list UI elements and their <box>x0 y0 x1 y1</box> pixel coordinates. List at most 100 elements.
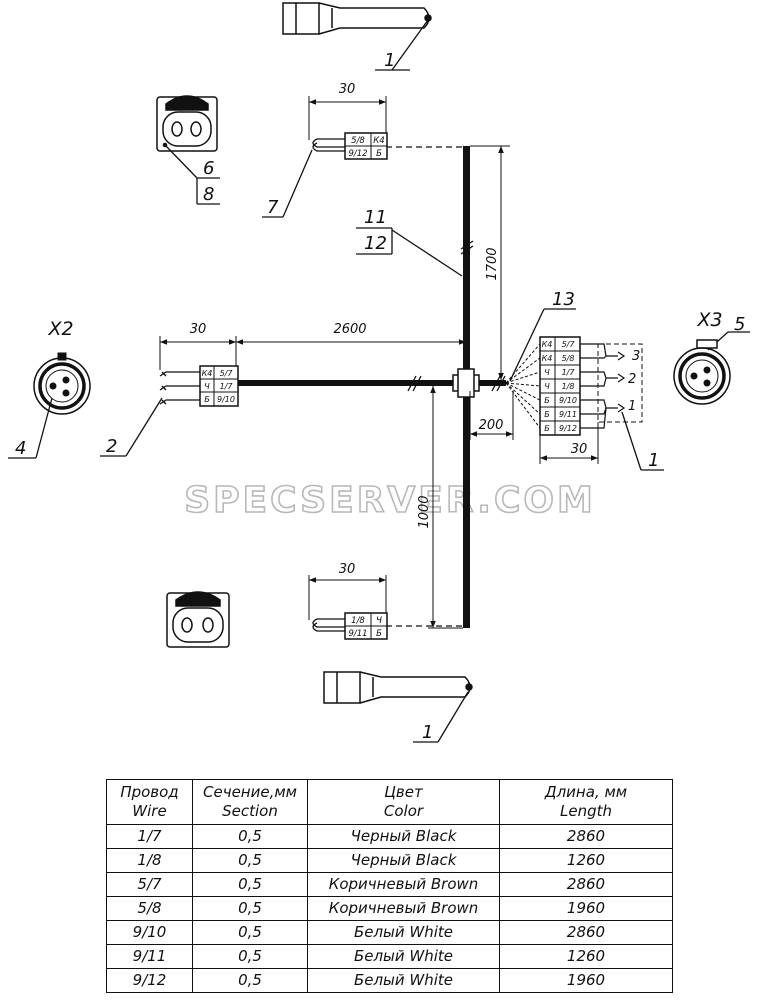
bottom-block-r1c1: 1/8 <box>351 616 365 626</box>
bottom-block-r1c2: Ч <box>376 616 382 626</box>
left-branch-wires <box>159 371 200 405</box>
right-block-r3c1: Ч <box>544 368 550 377</box>
table-row: 5/7 0,5 Коричневый Brown 2860 <box>106 872 673 897</box>
dim-left-2600: 2600 <box>333 322 366 337</box>
right-block-r1c1: К4 <box>542 340 553 349</box>
cell-wire: 5/7 <box>106 872 193 897</box>
cell-length: 2860 <box>499 872 673 897</box>
bottom-branch-wires <box>312 618 463 632</box>
right-fanout-wires <box>505 343 541 429</box>
cell-section: 0,5 <box>192 944 308 969</box>
table-row: 1/8 0,5 Черный Black 1260 <box>106 848 673 873</box>
callout-6-8 <box>165 145 220 205</box>
header-color-en: Color <box>383 802 424 820</box>
right-block-r6c2: 9/11 <box>559 410 577 419</box>
terminal-pin-bottom <box>323 671 473 704</box>
pin-1-label: 1 <box>628 399 636 414</box>
callout-2-label: 2 <box>106 436 117 457</box>
cell-section: 0,5 <box>192 920 308 945</box>
callout-11-12 <box>356 227 463 277</box>
dim-1700: 1700 <box>485 247 500 280</box>
left-block-r3c1: Б <box>204 395 210 404</box>
cell-section: 0,5 <box>192 872 308 897</box>
watermark: SPECSERVER.COM <box>184 480 596 521</box>
callout-12-label: 12 <box>364 233 387 254</box>
cell-color: Коричневый Brown <box>307 896 500 921</box>
dim-right-30: 30 <box>571 442 588 457</box>
cell-length: 1260 <box>499 848 673 873</box>
cell-wire: 1/8 <box>106 848 193 873</box>
cell-wire: 1/7 <box>106 824 193 849</box>
cell-color: Белый White <box>307 920 500 945</box>
bottom-block-r2c1: 9/11 <box>348 629 367 639</box>
left-block-r1c2: 5/7 <box>220 369 234 378</box>
table-row: 9/11 0,5 Белый White 1260 <box>106 944 673 969</box>
junction-cross <box>452 368 480 398</box>
header-length-en: Length <box>559 802 612 820</box>
connector-x3 <box>673 339 731 405</box>
callout-13 <box>509 308 576 382</box>
dim-1000-lines <box>428 386 463 629</box>
callout-1-top-label: 1 <box>384 50 395 71</box>
cell-color: Белый White <box>307 968 500 993</box>
callout-11-label: 11 <box>364 207 387 228</box>
callout-4-label: 4 <box>15 438 26 459</box>
dim-1000: 1000 <box>417 495 432 528</box>
dim-right-200: 200 <box>479 418 504 433</box>
right-block-r3c2: 1/7 <box>562 368 576 377</box>
callout-4 <box>8 397 53 459</box>
header-length-ru: Длина, мм <box>544 783 628 801</box>
right-connector-block <box>539 336 581 436</box>
cell-section: 0,5 <box>192 896 308 921</box>
cell-color: Черный Black <box>307 848 500 873</box>
right-block-r5c2: 9/10 <box>559 396 577 405</box>
dim-1700-lines <box>470 145 510 380</box>
cell-section: 0,5 <box>192 824 308 849</box>
connector-x2 <box>33 352 91 415</box>
dim-top-30: 30 <box>339 82 356 97</box>
right-block-r2c1: К4 <box>542 354 553 363</box>
right-block-r7c2: 9/12 <box>559 424 577 433</box>
cell-color: Черный Black <box>307 824 500 849</box>
left-branch-dimensions <box>159 336 467 370</box>
right-block-r4c2: 1/8 <box>562 382 575 391</box>
header-section-ru: Сечение,мм <box>203 783 297 801</box>
callout-6-label: 6 <box>203 158 214 179</box>
cell-length: 2860 <box>499 824 673 849</box>
right-block-r5c1: Б <box>544 396 550 405</box>
callout-1-bottom <box>413 691 469 743</box>
right-block-r7c1: Б <box>544 424 550 433</box>
callout-1-right <box>621 411 664 471</box>
callout-1-bottom-label: 1 <box>422 722 433 743</box>
table-row: 1/7 0,5 Черный Black 2860 <box>106 824 673 849</box>
cell-section: 0,5 <box>192 848 308 873</box>
socket-part-6 <box>156 95 218 152</box>
cell-wire: 5/8 <box>106 896 193 921</box>
connector-x2-label: X2 <box>47 318 73 340</box>
connector-x3-label: X3 <box>696 309 722 331</box>
socket-bottom <box>166 591 230 648</box>
cell-length: 1960 <box>499 968 673 993</box>
left-block-r2c2: 1/7 <box>220 382 234 391</box>
right-dimensions <box>469 391 599 464</box>
dim-left-30: 30 <box>190 322 207 337</box>
top-branch-dimension <box>308 96 387 140</box>
cell-wire: 9/12 <box>106 968 193 993</box>
terminal-pin-top <box>282 2 432 35</box>
callout-7 <box>262 149 313 218</box>
pin-group-dashed-box <box>597 343 643 423</box>
top-branch-wires <box>312 138 466 152</box>
table-row: 9/12 0,5 Белый White 1960 <box>106 968 673 993</box>
left-connector-block <box>199 365 239 407</box>
dim-bottom-30: 30 <box>339 562 356 577</box>
top-block-r1c1: 5/8 <box>351 136 365 146</box>
cell-length: 1960 <box>499 896 673 921</box>
right-block-r2c2: 5/8 <box>562 354 575 363</box>
bottom-block-r2c2: Б <box>376 629 382 639</box>
header-wire-ru: Провод <box>120 783 179 801</box>
